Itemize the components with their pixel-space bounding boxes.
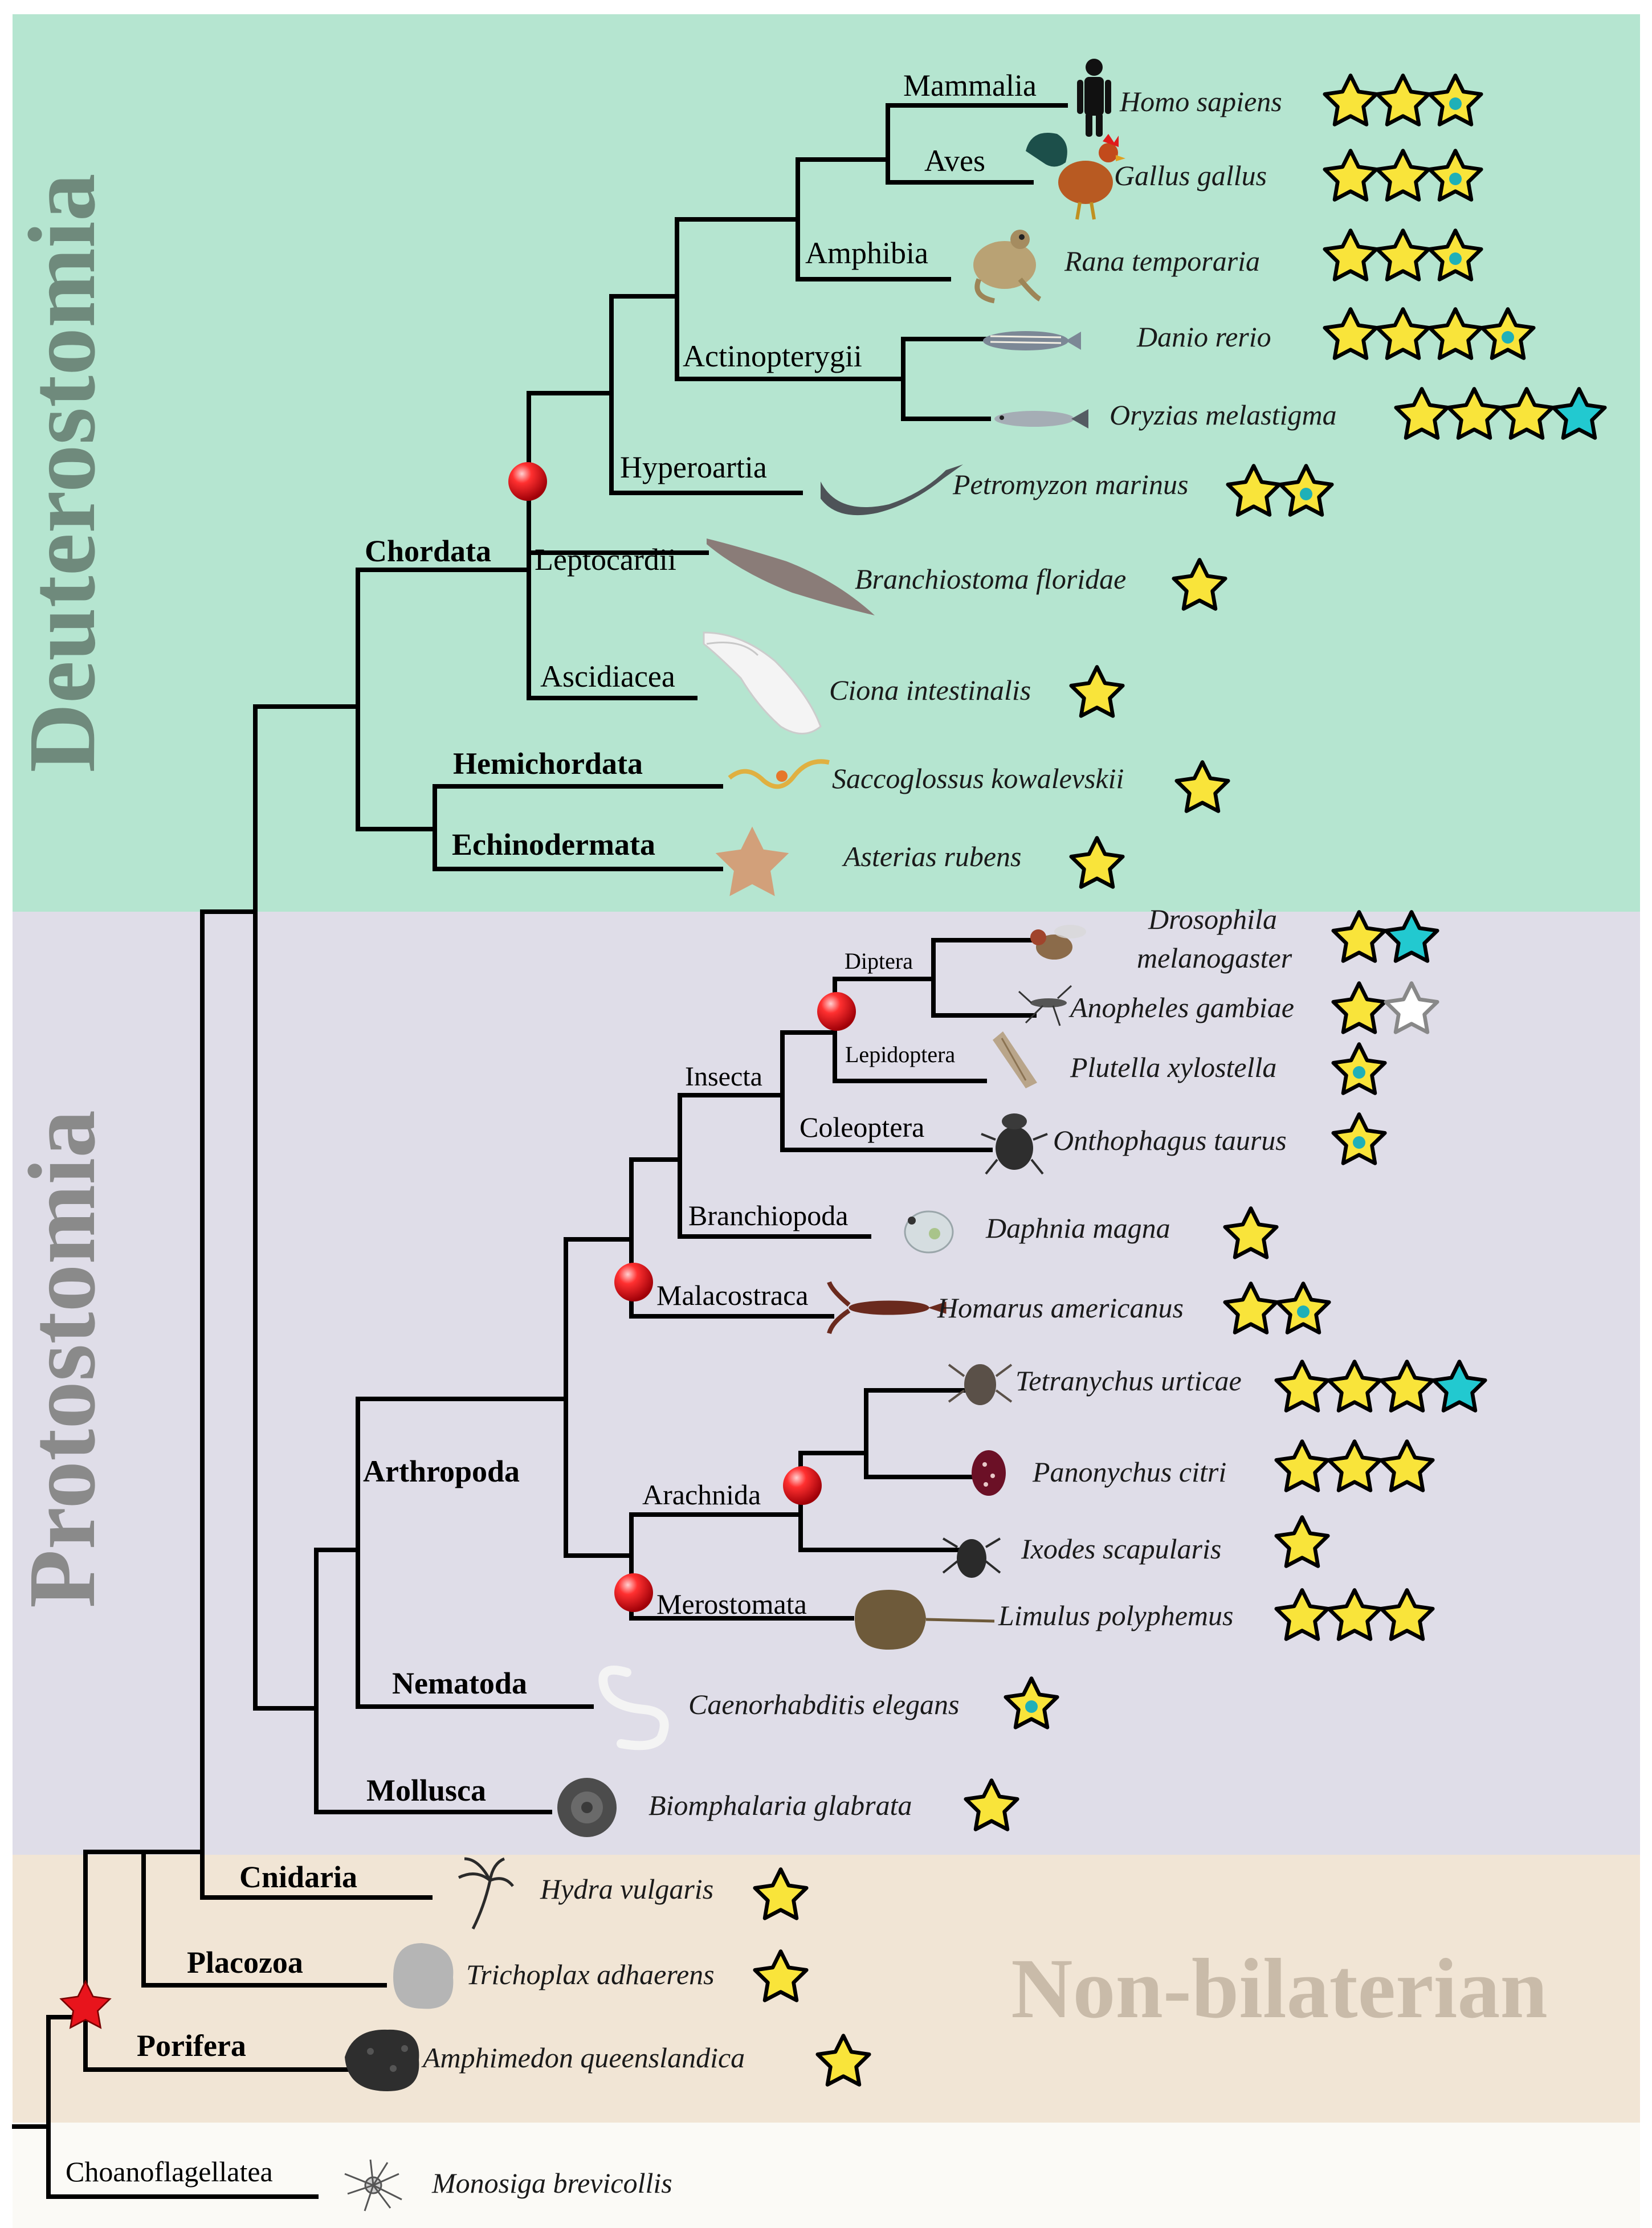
rating-star-center-dot — [1449, 97, 1462, 110]
citrus-mite-icon — [972, 1450, 1006, 1496]
nonbilaterian-label: Non-bilaterian — [1011, 1941, 1548, 2036]
rating-star-center-dot — [1502, 331, 1514, 344]
species-amphimedon-queenslandica: Amphimedon queenslandica — [421, 2042, 745, 2074]
horseshoe-crab-icon — [855, 1590, 995, 1650]
node-marker-malacostraca — [614, 1263, 653, 1301]
clade-hyperoartia: Hyperoartia — [620, 450, 767, 484]
protostomia-label: Protostomia — [9, 1110, 115, 1608]
clade-echinodermata: Echinodermata — [452, 827, 655, 862]
lobster-icon — [827, 1281, 947, 1335]
species-branchiostoma-floridae: Branchiostoma floridae — [855, 563, 1126, 595]
species-trichoplax-adhaerens: Trichoplax adhaerens — [466, 1958, 715, 1990]
clade-placozoa: Placozoa — [187, 1945, 303, 1980]
clade-choanoflagellatea: Choanoflagellatea — [66, 2156, 273, 2188]
rating-star-center-dot — [1300, 488, 1312, 500]
species-panonychus-citri: Panonychus citri — [1032, 1456, 1226, 1488]
species-anopheles-gambiae: Anopheles gambiae — [1068, 991, 1294, 1023]
moth-icon — [993, 1031, 1037, 1088]
clade-chordata: Chordata — [365, 534, 491, 568]
species-drosophila-line1: Drosophila — [1148, 903, 1277, 935]
sea-squirt-icon — [703, 631, 822, 734]
sponge-icon — [345, 2029, 419, 2091]
mosquito-icon — [1018, 985, 1072, 1026]
gene-count-stars — [755, 76, 1605, 2085]
species-drosophila-line2: melanogaster — [1137, 942, 1292, 974]
species-danio-rerio: Danio rerio — [1136, 321, 1271, 353]
water-flea-icon — [904, 1210, 954, 1254]
clade-diptera: Diptera — [845, 948, 913, 974]
species-homarus-americanus: Homarus americanus — [937, 1292, 1184, 1324]
clade-actinopterygii: Actinopterygii — [683, 339, 862, 373]
choanoflagellate-icon — [344, 2159, 402, 2211]
species-ciona-intestinalis: Ciona intestinalis — [829, 674, 1031, 706]
species-tetranychus-urticae: Tetranychus urticae — [1015, 1365, 1242, 1397]
species-homo-sapiens: Homo sapiens — [1119, 85, 1282, 117]
clade-insecta: Insecta — [685, 1062, 762, 1092]
species-petromyzon-marinus: Petromyzon marinus — [952, 468, 1188, 500]
node-marker-holometabola — [817, 992, 856, 1031]
frog-icon — [973, 230, 1042, 304]
human-silhouette-icon — [1077, 59, 1111, 137]
tick-icon — [942, 1537, 1001, 1578]
species-oryzias-melastigma: Oryzias melastigma — [1110, 399, 1337, 431]
clade-coleoptera: Coleoptera — [800, 1111, 924, 1143]
rating-star-center-dot — [1297, 1305, 1310, 1318]
dung-beetle-icon — [981, 1113, 1048, 1175]
species-gallus-gallus: Gallus gallus — [1114, 160, 1267, 191]
species-caenorhabditis-elegans: Caenorhabditis elegans — [688, 1688, 959, 1720]
node-marker-arachnida — [783, 1466, 822, 1505]
species-asterias-rubens: Asterias rubens — [842, 840, 1022, 872]
clade-leptocardii: Leptocardii — [535, 542, 676, 577]
clade-mammalia: Mammalia — [903, 68, 1037, 103]
clade-nematoda: Nematoda — [392, 1666, 527, 1700]
species-onthophagus-taurus: Onthophagus taurus — [1053, 1124, 1287, 1156]
clade-merostomata: Merostomata — [656, 1588, 807, 1620]
clade-hemichordata: Hemichordata — [453, 746, 643, 781]
clade-porifera: Porifera — [137, 2029, 246, 2063]
medaka-icon — [994, 409, 1088, 429]
clade-arthropoda: Arthropoda — [363, 1454, 520, 1488]
species-monosiga-brevicollis: Monosiga brevicollis — [431, 2167, 672, 2199]
spider-mite-icon — [948, 1364, 1013, 1405]
species-limulus-polyphemus: Limulus polyphemus — [998, 1599, 1234, 1631]
deuterostomia-label: Deuterostomia — [9, 173, 115, 772]
rating-star-center-dot — [1353, 1136, 1365, 1149]
species-ixodes-scapularis: Ixodes scapularis — [1021, 1533, 1221, 1565]
outgroup-panel — [13, 2123, 1640, 2228]
lamprey-icon — [821, 464, 963, 516]
hydra-icon — [458, 1857, 514, 1930]
zebrafish-icon — [983, 331, 1081, 350]
clade-arachnida: Arachnida — [642, 1479, 761, 1511]
clade-mollusca: Mollusca — [366, 1773, 486, 1807]
rating-star-center-dot — [1449, 252, 1462, 265]
rooster-icon — [1026, 133, 1125, 220]
species-daphnia-magna: Daphnia magna — [985, 1212, 1170, 1244]
clade-ascidiacea: Ascidiacea — [540, 659, 675, 693]
species-rana-temporaria: Rana temporaria — [1064, 245, 1260, 277]
rating-star-center-dot — [1025, 1700, 1038, 1713]
clade-amphibia: Amphibia — [805, 236, 928, 270]
acorn-worm-icon — [728, 759, 830, 789]
clade-branchiopoda: Branchiopoda — [688, 1199, 848, 1231]
duplication-nodes — [60, 462, 856, 2029]
clade-lepidoptera: Lepidoptera — [845, 1042, 955, 1067]
tree-branches — [12, 103, 1068, 2199]
clade-aves: Aves — [924, 144, 985, 178]
node-marker-merostomata — [614, 1573, 653, 1612]
rating-star-center-dot — [1449, 173, 1462, 185]
nematode-icon — [598, 1666, 669, 1750]
species-biomphalaria-glabrata: Biomphalaria glabrata — [648, 1789, 912, 1821]
fruit-fly-icon — [1030, 925, 1086, 960]
species-plutella-xylostella: Plutella xylostella — [1070, 1051, 1276, 1083]
lancelet-icon — [707, 538, 875, 615]
clade-malacostraca: Malacostraca — [656, 1279, 809, 1311]
species-saccoglossus-kowalevskii: Saccoglossus kowalevskii — [832, 762, 1124, 794]
rating-star-center-dot — [1353, 1066, 1365, 1079]
trichoplax-icon — [393, 1943, 454, 2009]
clade-cnidaria: Cnidaria — [239, 1860, 357, 1894]
node-marker-chordata — [508, 462, 547, 501]
snail-icon — [557, 1778, 617, 1837]
species-hydra-vulgaris: Hydra vulgaris — [540, 1873, 713, 1905]
